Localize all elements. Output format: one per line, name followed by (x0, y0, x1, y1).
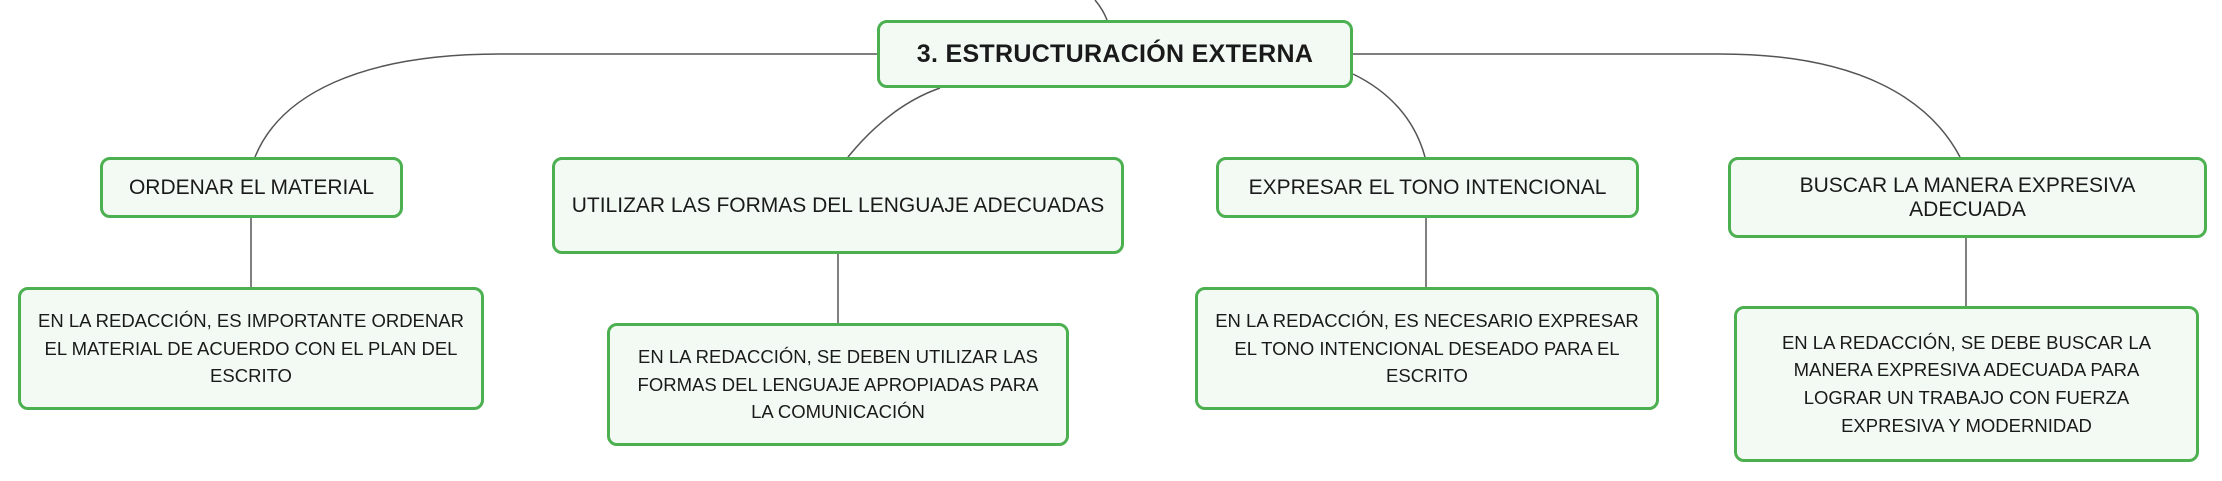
leaf-node-tono-intencional[interactable]: EN LA REDACCIÓN, ES NECESARIO EXPRESAR E… (1195, 287, 1659, 410)
leaf-node-ordenar-material[interactable]: EN LA REDACCIÓN, ES IMPORTANTE ORDENAR E… (18, 287, 484, 410)
branch-label: EXPRESAR EL TONO INTENCIONAL (1248, 175, 1607, 199)
branch-node-manera-expresiva[interactable]: BUSCAR LA MANERA EXPRESIVA ADECUADA (1728, 157, 2207, 238)
leaf-text: EN LA REDACCIÓN, ES IMPORTANTE ORDENAR E… (38, 309, 464, 387)
leaf-node-manera-expresiva[interactable]: EN LA REDACCIÓN, SE DEBE BUSCAR LA MANER… (1734, 306, 2199, 462)
branch-node-formas-lenguaje[interactable]: UTILIZAR LAS FORMAS DEL LENGUAJE ADECUAD… (552, 157, 1124, 254)
leaf-text: EN LA REDACCIÓN, SE DEBE BUSCAR LA MANER… (1781, 331, 2152, 436)
branch-node-tono-intencional[interactable]: EXPRESAR EL TONO INTENCIONAL (1216, 157, 1639, 218)
branch-label: UTILIZAR LAS FORMAS DEL LENGUAJE ADECUAD… (571, 193, 1105, 217)
branch-node-ordenar-material[interactable]: ORDENAR EL MATERIAL (100, 157, 403, 218)
root-node[interactable]: 3. ESTRUCTURACIÓN EXTERNA (877, 20, 1353, 88)
leaf-text: EN LA REDACCIÓN, ES NECESARIO EXPRESAR E… (1215, 309, 1639, 387)
branch-label: ORDENAR EL MATERIAL (128, 175, 375, 199)
leaf-text: EN LA REDACCIÓN, SE DEBEN UTILIZAR LAS F… (637, 345, 1039, 423)
branch-label: BUSCAR LA MANERA EXPRESIVA ADECUADA (1799, 173, 2136, 221)
connector-root-to-branch-4 (1353, 53, 1961, 158)
leaf-node-formas-lenguaje[interactable]: EN LA REDACCIÓN, SE DEBEN UTILIZAR LAS F… (607, 323, 1069, 446)
root-label: 3. ESTRUCTURACIÓN EXTERNA (916, 39, 1314, 68)
connector-root-to-branch-2 (847, 87, 941, 158)
connector-root-to-branch-3 (1352, 73, 1426, 158)
connector-parent-to-root (1094, 0, 1108, 21)
connector-root-to-branch-1 (254, 53, 877, 158)
